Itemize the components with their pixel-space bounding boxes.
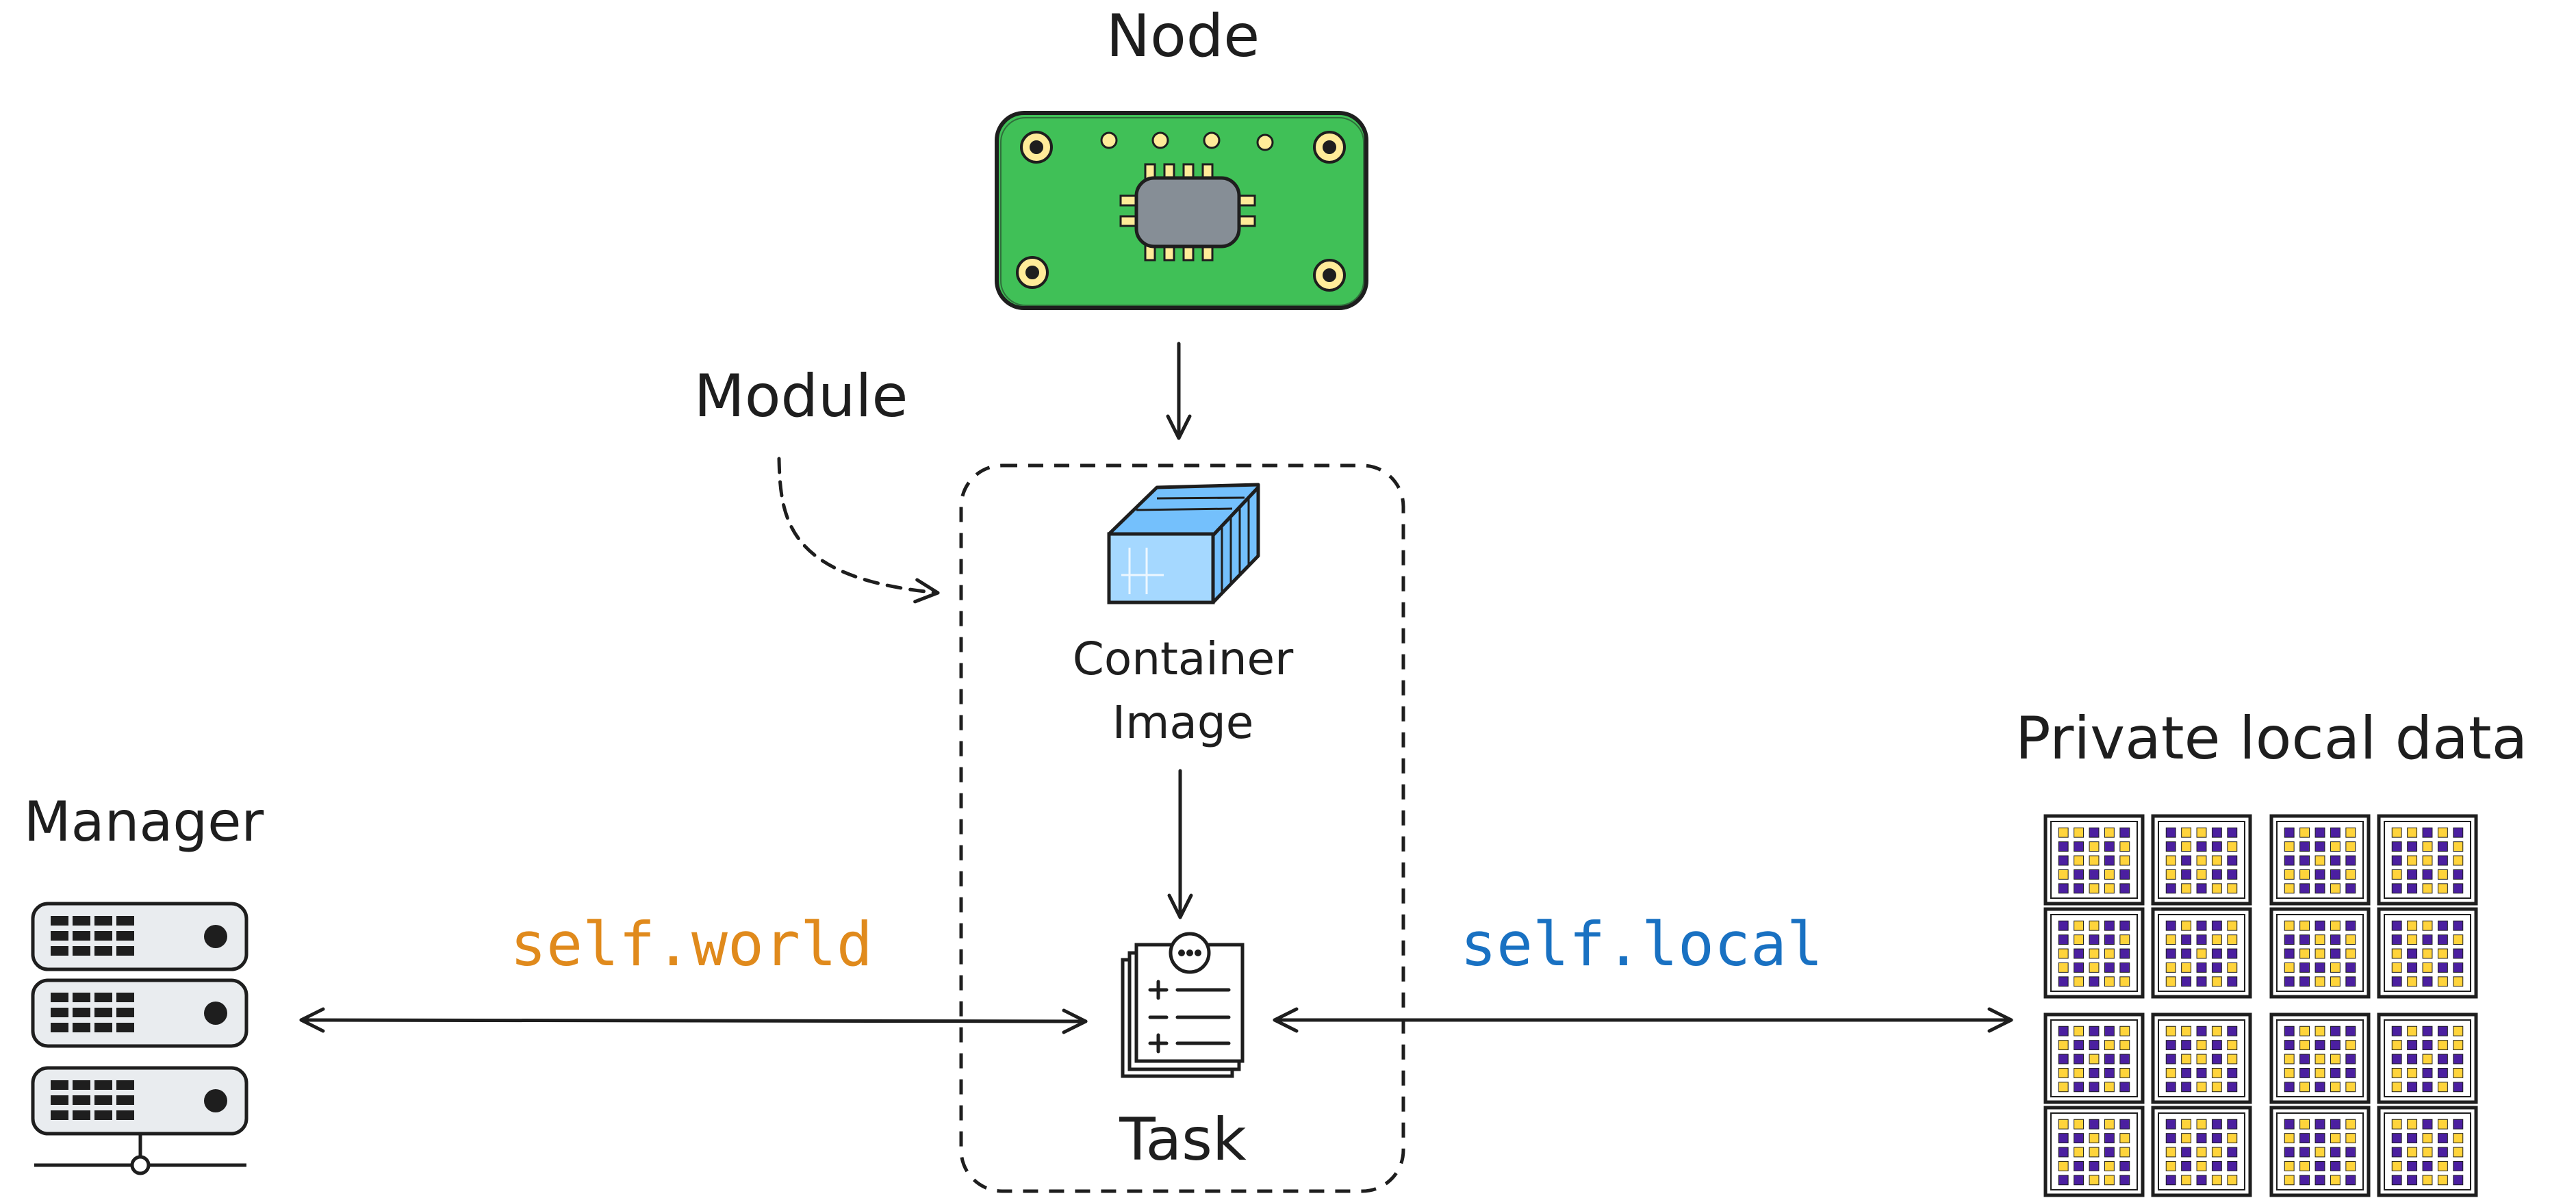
data-grid-icon <box>2043 814 2478 1197</box>
module-label: Module <box>694 362 908 431</box>
data-tile <box>2043 814 2145 906</box>
data-tile <box>2269 814 2371 906</box>
data-tile <box>2377 814 2478 906</box>
data-tile <box>2043 1106 2145 1197</box>
task-label: Task <box>1119 1106 1247 1174</box>
task-document-icon <box>1121 932 1245 1078</box>
module-pointer-arrow <box>777 457 940 604</box>
private-data-label: Private local data <box>2015 704 2528 773</box>
data-tile <box>2269 1012 2371 1104</box>
data-tile <box>2043 1012 2145 1104</box>
data-tile <box>2151 1012 2252 1104</box>
manager-task-arrow <box>299 1007 1088 1034</box>
manager-label: Manager <box>24 790 264 854</box>
self-world-label: self.world <box>510 909 873 980</box>
circuit-board-icon <box>995 111 1368 310</box>
self-local-label: self.local <box>1460 909 1823 980</box>
data-tile <box>2377 907 2478 999</box>
data-tile <box>2377 1012 2478 1104</box>
node-label: Node <box>1106 2 1260 71</box>
container-label-line2: Image <box>1112 696 1254 749</box>
data-tile <box>2151 814 2252 906</box>
data-tile <box>2043 907 2145 999</box>
data-tile <box>2377 1106 2478 1197</box>
data-tile <box>2269 1106 2371 1197</box>
shipping-container-icon <box>1107 483 1260 604</box>
data-tile <box>2151 1106 2252 1197</box>
server-rack-icon <box>31 902 248 1175</box>
data-tile <box>2269 907 2371 999</box>
data-tile <box>2151 907 2252 999</box>
container-label-line1: Container <box>1073 633 1294 685</box>
module-boundary <box>959 463 1405 1193</box>
